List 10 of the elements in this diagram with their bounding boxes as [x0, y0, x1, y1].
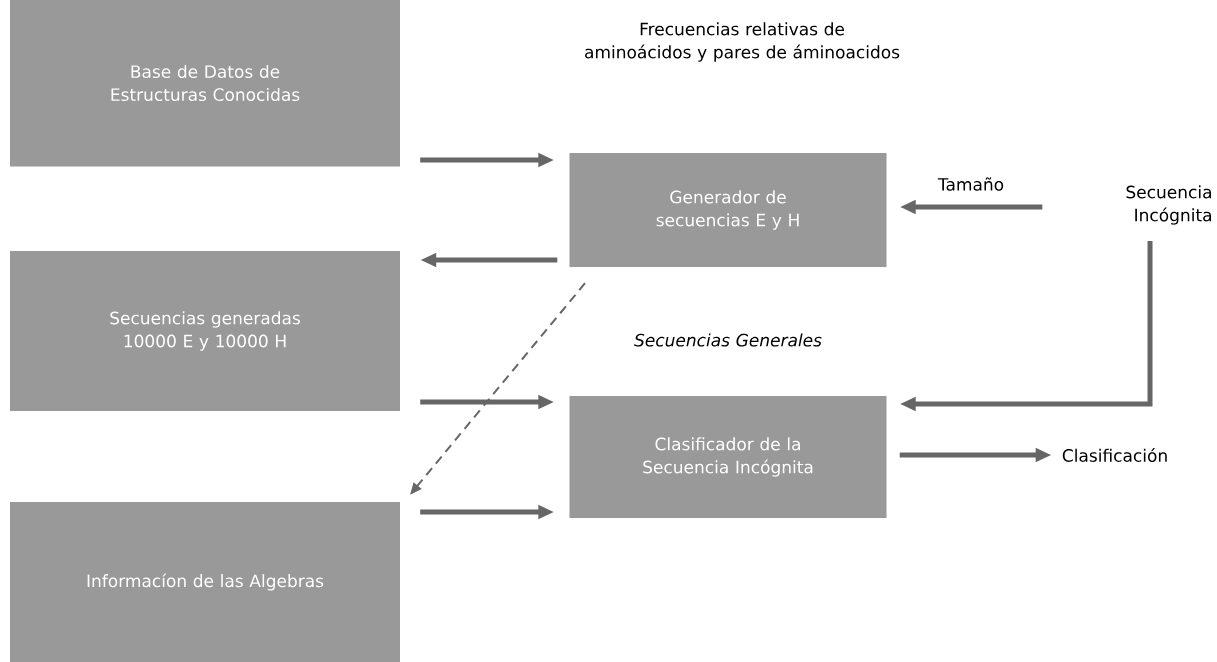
process-box: Generador de secuencias E y H — [569, 153, 887, 267]
text-label: Clasificación — [1062, 448, 1167, 462]
process-box: Base de Datos de Estructuras Conocidas — [10, 0, 400, 167]
process-box: Clasificador de la Secuencia Incógnita — [569, 396, 887, 518]
text-label: Secuencia Incógnita — [1126, 185, 1211, 225]
process-box: Informacíon de las Algebras — [10, 502, 400, 662]
text-label: Frecuencias relativas de aminoácidos y pares de áminoacidos — [585, 22, 900, 62]
edge-label: Tamaño — [935, 175, 1007, 193]
text-label: Secuencias Generales — [634, 333, 822, 347]
process-box: Secuencias generadas 10000 E y 10000 H — [10, 251, 400, 411]
